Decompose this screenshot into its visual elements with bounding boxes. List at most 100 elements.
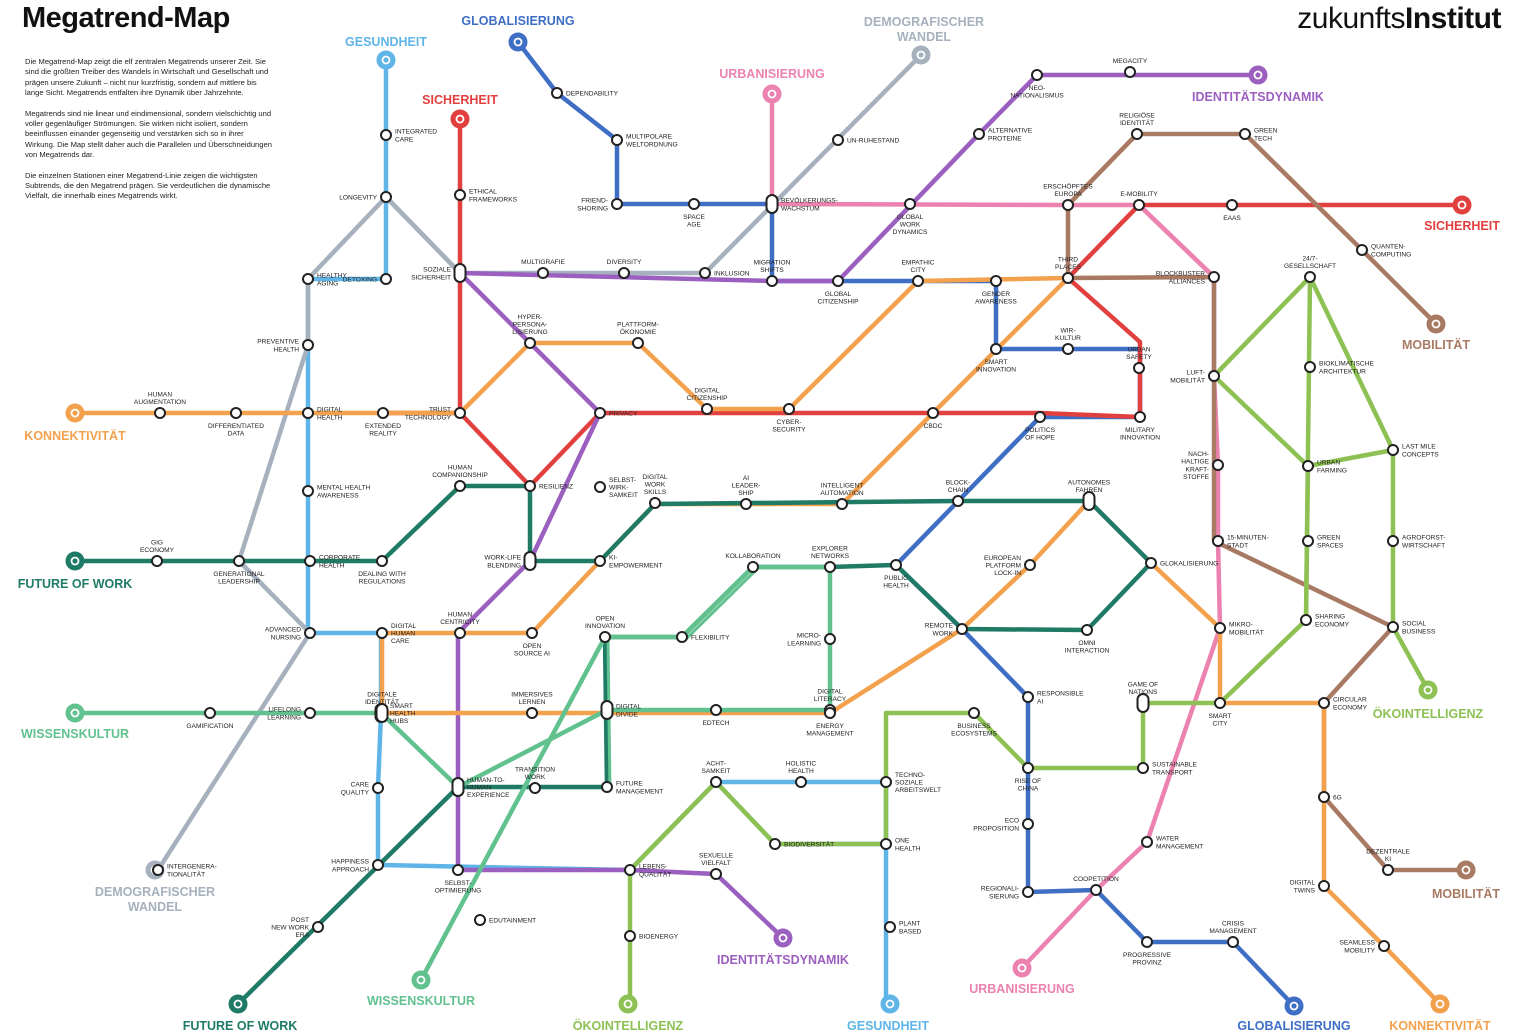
line-terminus[interactable]: MOBILITÄT xyxy=(1402,314,1470,353)
station[interactable]: AGROFORST-WIRTSCHAFT xyxy=(1387,535,1446,550)
station[interactable]: BIODIVERSITÄT xyxy=(769,838,834,850)
line-terminus[interactable]: URBANISIERUNG xyxy=(969,958,1075,997)
station[interactable]: INTERGENERA-TIONALITÄT xyxy=(152,864,217,879)
line-terminus[interactable]: ÖKOINTELLIGENZ xyxy=(1373,680,1484,722)
line-terminus[interactable]: GESUNDHEIT xyxy=(847,994,929,1034)
station[interactable]: DETOXING xyxy=(343,273,392,285)
line-terminus[interactable]: GESUNDHEIT xyxy=(345,35,427,70)
line-terminus[interactable]: URBANISIERUNG xyxy=(719,67,825,104)
line-terminus[interactable]: MOBILITÄT xyxy=(1432,860,1500,902)
station[interactable]: LONGEVITY xyxy=(339,191,392,203)
station[interactable]: FRIEND-SHORING xyxy=(577,198,623,213)
line-terminus[interactable]: FUTURE OF WORK xyxy=(183,994,298,1034)
station[interactable]: WIR-KULTUR xyxy=(1055,327,1081,355)
station[interactable]: QUANTEN-COMPUTING xyxy=(1356,244,1411,259)
station[interactable]: CBDC xyxy=(924,407,943,430)
line-terminus[interactable]: KONNEKTIVITÄT xyxy=(24,403,126,444)
station[interactable]: GAMIFICATION xyxy=(186,707,234,730)
line-terminus[interactable]: WISSENSKULTUR xyxy=(21,703,129,742)
station[interactable]: LUFT-MOBILITÄT xyxy=(1170,370,1220,385)
station[interactable]: UN-RUHESTAND xyxy=(832,134,899,146)
station[interactable]: DEPENDABILITY xyxy=(551,87,619,99)
station[interactable]: EDTECH xyxy=(702,704,730,727)
station[interactable]: DIVERSITY xyxy=(607,259,642,279)
station[interactable]: E-MOBILITY xyxy=(1120,191,1158,211)
line-terminus[interactable]: KONNEKTIVITÄT xyxy=(1389,994,1491,1034)
station[interactable]: INKLUSION xyxy=(699,267,750,279)
station[interactable]: BEVÖLKERUNGS-WACHSTUM xyxy=(765,194,838,214)
line-terminus[interactable]: FUTURE OF WORK xyxy=(18,551,133,592)
station[interactable]: 6G xyxy=(1318,791,1342,803)
station[interactable]: NEO-NATIONALISMUS xyxy=(1010,69,1064,100)
line-terminus[interactable]: SICHERHEIT xyxy=(422,93,498,129)
station[interactable]: KOLLABORATION xyxy=(725,553,781,573)
line-terminus[interactable]: GLOBALISIERUNG xyxy=(1237,996,1351,1034)
station[interactable]: HYPER-PERSONA-LISIERUNG xyxy=(512,314,548,349)
line-terminus[interactable]: GLOBALISIERUNG xyxy=(461,14,575,52)
line-terminus[interactable]: WISSENSKULTUR xyxy=(367,970,475,1009)
station[interactable]: 24/7-GESELLSCHAFT xyxy=(1284,255,1336,283)
station[interactable]: COOPETITION xyxy=(1073,876,1119,896)
line-terminus[interactable]: IDENTITÄTSDYNAMIK xyxy=(717,928,849,968)
station[interactable]: PRIVACY xyxy=(594,407,638,419)
